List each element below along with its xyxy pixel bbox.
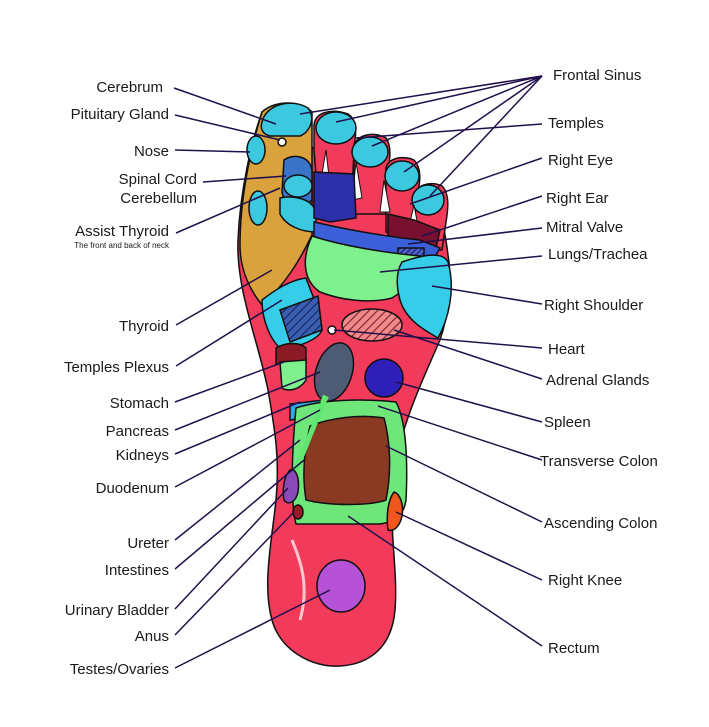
label-urinary-bladder: Urinary Bladder	[65, 602, 169, 619]
label-spleen: Spleen	[544, 414, 591, 431]
label-ureter: Ureter	[127, 535, 169, 552]
label-ascending-colon: Ascending Colon	[544, 515, 657, 532]
label-anus: Anus	[135, 628, 169, 645]
label-duodenum: Duodenum	[96, 480, 169, 497]
label-spinal-cord: Spinal Cord	[119, 171, 197, 188]
label-cerebellum: Cerebellum	[120, 190, 197, 207]
testes-zone	[316, 559, 366, 613]
intestines-zone	[303, 415, 391, 506]
label-cerebrum: Cerebrum	[96, 79, 163, 96]
toe-gap-3	[379, 179, 391, 213]
big-toe-tip	[260, 102, 313, 137]
spinal-cord-zone	[283, 174, 313, 198]
label-transverse-colon: Transverse Colon	[540, 453, 658, 470]
label-temples: Temples	[548, 115, 604, 132]
leader-lines	[173, 75, 543, 669]
label-pituitary-gland: Pituitary Gland	[71, 106, 169, 123]
thyroid-hatch	[279, 294, 323, 343]
label-kidneys: Kidneys	[116, 447, 169, 464]
heel-curve	[290, 539, 306, 621]
label-right-knee: Right Knee	[548, 572, 622, 589]
label-right-eye: Right Eye	[548, 152, 613, 169]
label-rectum: Rectum	[548, 640, 600, 657]
ureter-overlay	[293, 395, 329, 471]
label-right-ear: Right Ear	[546, 190, 609, 207]
assist-thyroid-zone	[248, 190, 268, 226]
label-testes-ovaries: Testes/Ovaries	[70, 661, 169, 678]
heart-zone	[341, 308, 403, 342]
urinary-bladder-zone	[282, 469, 300, 504]
label-temples-plexus: Temples Plexus	[64, 359, 169, 376]
label-pancreas: Pancreas	[106, 423, 169, 440]
label-heart: Heart	[548, 341, 586, 358]
label-thyroid: Thyroid	[119, 318, 169, 335]
stomach-zone	[279, 359, 307, 391]
label-nose: Nose	[134, 143, 169, 160]
toe-2-tip	[315, 111, 357, 145]
label-mitral-valve: Mitral Valve	[546, 219, 623, 236]
right-knee-zone	[386, 491, 404, 532]
toe-5-tip	[411, 184, 445, 216]
label-right-shoulder: Right Shoulder	[544, 297, 643, 314]
sinus-band	[313, 171, 357, 223]
spleen-zone	[364, 358, 404, 398]
label-lungs-trachea: Lungs/Trachea	[548, 246, 648, 263]
label-assist-thyroid-note: The front and back of neck	[74, 241, 170, 250]
right-shoulder-zone	[396, 254, 452, 340]
label-assist-thyroid: Assist Thyroid	[75, 223, 169, 240]
label-intestines: Intestines	[105, 562, 169, 579]
toe-4-tip	[384, 160, 420, 192]
label-adrenal-glands: Adrenal Glands	[546, 372, 649, 389]
nose-zone	[246, 135, 266, 165]
anus-zone	[292, 504, 304, 520]
label-stomach: Stomach	[110, 395, 169, 412]
lungs-zone	[304, 235, 421, 302]
label-frontal-sinus: Frontal Sinus	[553, 67, 641, 84]
